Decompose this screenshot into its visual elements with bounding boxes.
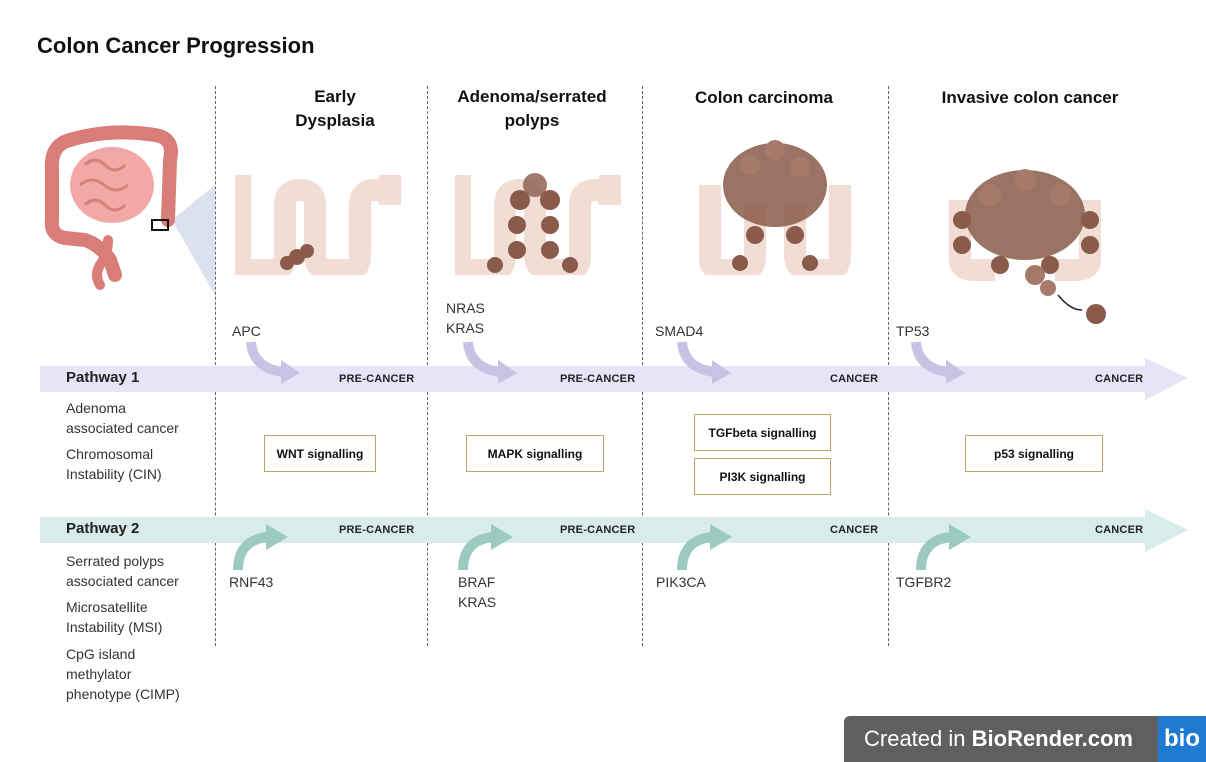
arrow-curve-up-icon [677, 524, 732, 570]
pathway1-label: Pathway 1 [66, 369, 140, 386]
arrow-curve-up-icon [233, 524, 288, 570]
stage-tag: CANCER [830, 524, 879, 536]
stage-title-adenoma: Adenoma/serrated polyps [457, 87, 607, 130]
stage-tag: PRE-CANCER [560, 524, 636, 536]
signalling-box-wnt: WNT signalling [264, 435, 376, 472]
page-title: Colon Cancer Progression [37, 33, 315, 58]
crypt-early-illustration [235, 175, 401, 275]
gene-nras-kras: NRAS KRAS [446, 300, 485, 336]
stage-title-invasive: Invasive colon cancer [941, 88, 1119, 107]
signalling-box-p53: p53 signalling [965, 435, 1103, 472]
stage-tag: PRE-CANCER [339, 524, 415, 536]
stage-tag: CANCER [830, 373, 879, 385]
arrow-curve-icon [677, 341, 731, 384]
stage-tag: PRE-CANCER [339, 373, 415, 385]
pathway1-desc-adenoma: Adenoma associated cancer [66, 400, 179, 436]
pathway2-desc-msi: Microsatellite Instability (MSI) [66, 599, 163, 635]
crypt-adenoma-illustration [455, 173, 621, 275]
crypt-carcinoma-illustration [699, 140, 851, 275]
pathway1-desc-cin: Chromosomal Instability (CIN) [66, 446, 162, 482]
biorender-logo-icon: bio [1158, 716, 1206, 762]
crypt-invasive-illustration [949, 169, 1106, 324]
pathway2-label: Pathway 2 [66, 520, 140, 537]
arrow-curve-icon [246, 341, 300, 384]
signalling-box-pi3k: PI3K signalling [694, 458, 831, 495]
stage-title-carcinoma: Colon carcinoma [695, 88, 833, 107]
biorender-badge[interactable] [844, 716, 1206, 762]
biorender-badge-text: Created in BioRender.com [864, 726, 1133, 751]
signalling-box-tgfbeta: TGFbeta signalling [694, 414, 831, 451]
gene-pik3ca: PIK3CA [656, 574, 706, 590]
gene-tgfbr2: TGFBR2 [896, 574, 952, 590]
gene-rnf43: RNF43 [229, 574, 274, 590]
gene-tp53: TP53 [896, 323, 930, 339]
gene-apc: APC [232, 323, 261, 339]
gene-smad4: SMAD4 [655, 323, 704, 339]
stage-tag: PRE-CANCER [560, 373, 636, 385]
colon-illustration [44, 125, 215, 295]
arrow-curve-up-icon [916, 524, 971, 570]
stage-title-early-dysplasia: Early Dysplasia [295, 87, 375, 130]
arrow-curve-icon [911, 341, 965, 384]
stage-tag: CANCER [1095, 373, 1144, 385]
pathway2-band [40, 509, 1188, 552]
gene-braf-kras: BRAF KRAS [458, 574, 497, 610]
arrow-curve-icon [463, 341, 517, 384]
pathway2-desc-cimp: CpG island methylator phenotype (CIMP) [66, 646, 180, 702]
pathway2-desc-serrated: Serrated polyps associated cancer [66, 553, 179, 589]
stage-tag: CANCER [1095, 524, 1144, 536]
arrow-curve-up-icon [458, 524, 513, 570]
signalling-box-mapk: MAPK signalling [466, 435, 604, 472]
pathway1-band [40, 358, 1188, 400]
